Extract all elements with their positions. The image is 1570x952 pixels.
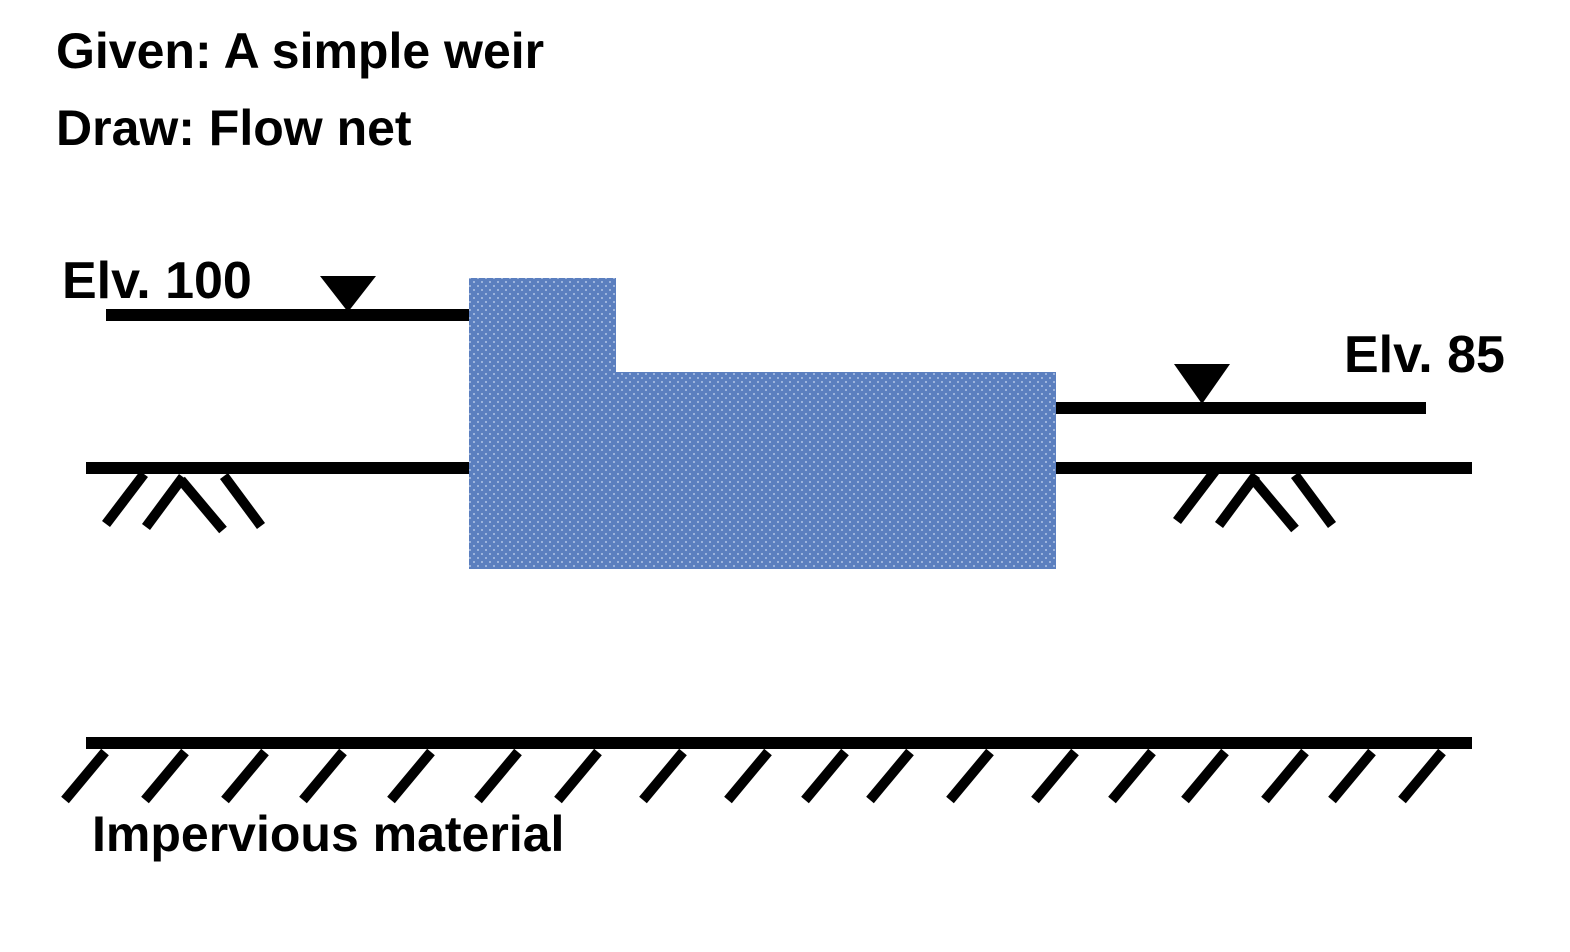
upstream-water-level-icon bbox=[320, 276, 376, 312]
hatch-mark bbox=[554, 748, 602, 804]
hatch-mark bbox=[141, 748, 189, 804]
hatch-mark bbox=[1328, 748, 1376, 804]
downstream-elevation-label: Elv. 85 bbox=[1344, 326, 1505, 384]
upstream-soil-hatch-icon bbox=[102, 470, 266, 534]
hatch-mark bbox=[1398, 748, 1446, 804]
hatch-mark bbox=[474, 748, 522, 804]
hatch-mark bbox=[801, 748, 849, 804]
hatch-mark bbox=[1031, 748, 1079, 804]
downstream-soil-hatch-icon bbox=[1173, 467, 1337, 533]
weir-structure bbox=[469, 278, 1056, 569]
hatch-mark bbox=[61, 748, 109, 804]
impervious-material-label: Impervious material bbox=[92, 806, 564, 862]
hatch-mark bbox=[639, 748, 687, 804]
hatch-mark bbox=[1181, 748, 1229, 804]
hatch-mark bbox=[866, 748, 914, 804]
impervious-soil-hatch-icon bbox=[61, 748, 1446, 804]
draw-statement: Draw: Flow net bbox=[56, 100, 412, 156]
upstream-elevation-label: Elv. 100 bbox=[62, 252, 252, 310]
given-statement: Given: A simple weir bbox=[56, 23, 544, 79]
hatch-mark bbox=[1108, 748, 1156, 804]
hatch-mark bbox=[299, 748, 347, 804]
hatch-mark bbox=[946, 748, 994, 804]
hatch-mark bbox=[724, 748, 772, 804]
hatch-mark bbox=[387, 748, 435, 804]
hatch-mark bbox=[221, 748, 269, 804]
hatch-mark bbox=[1261, 748, 1309, 804]
downstream-water-level-icon bbox=[1174, 364, 1230, 404]
